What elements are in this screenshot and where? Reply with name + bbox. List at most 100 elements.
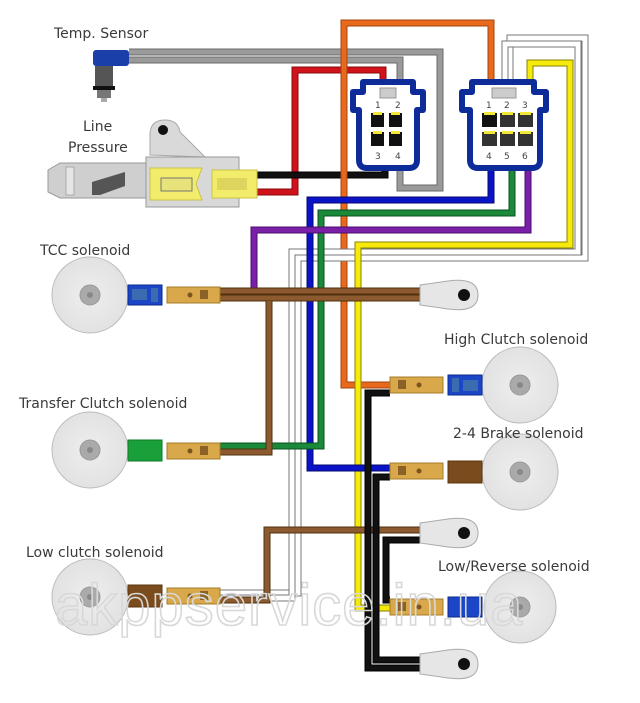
pin-4-label: 4 xyxy=(395,152,401,162)
lug-hole xyxy=(458,527,470,539)
brake-2-4-plug xyxy=(447,460,483,484)
terminal-crimp xyxy=(200,446,208,455)
terminal-dot xyxy=(187,448,193,454)
housing-arrow xyxy=(92,172,125,195)
terminal-dot xyxy=(187,593,193,599)
connector-4pin: 1 2 3 4 xyxy=(350,79,426,171)
line-pressure-label-1: Line xyxy=(83,119,112,135)
low-reverse-solenoid-label: Low/Reverse solenoid xyxy=(438,559,590,575)
low-clutch-solenoid-label: Low clutch solenoid xyxy=(26,545,164,561)
plug-detail xyxy=(452,378,459,392)
terminal-crimp xyxy=(398,380,406,389)
black-wire-brake xyxy=(373,474,420,663)
terminal-pin xyxy=(217,178,247,190)
pin-3-label: 3 xyxy=(522,101,528,111)
plug-detail xyxy=(463,380,478,391)
lug-body xyxy=(419,517,479,549)
line-pressure-label-2: Pressure xyxy=(68,140,128,156)
high-clutch-solenoid xyxy=(389,346,559,424)
terminal-dot xyxy=(416,468,422,474)
terminal-dot xyxy=(416,604,422,610)
white-wire-b xyxy=(220,41,581,601)
pin-1-label: 1 xyxy=(486,101,492,111)
pin-1 xyxy=(482,112,497,127)
orange-wire-outline xyxy=(340,19,495,389)
line-pressure-bracket xyxy=(149,119,207,158)
temp-sensor-plug xyxy=(93,50,129,66)
red-wire xyxy=(257,67,386,195)
tcc-solenoid-label: TCC solenoid xyxy=(39,243,130,259)
green-wire xyxy=(220,168,515,449)
pin-6-label: 6 xyxy=(522,152,528,162)
pin-2-label: 2 xyxy=(504,101,510,111)
pin-2 xyxy=(500,112,515,127)
purple-wire xyxy=(220,168,531,300)
blue-wire xyxy=(307,168,494,471)
ground-lug xyxy=(419,517,479,549)
plug-detail xyxy=(151,288,158,302)
black-wire-high xyxy=(365,390,420,671)
temp-sensor-pin xyxy=(101,98,107,102)
solenoid-center xyxy=(87,292,93,298)
temp-sensor-body xyxy=(95,66,113,88)
plug-detail xyxy=(132,289,147,300)
solenoid-center xyxy=(87,447,93,453)
transfer-clutch-terminal xyxy=(166,442,221,460)
terminal-crimp xyxy=(200,591,208,600)
terminal-slot xyxy=(160,177,193,192)
ground-lugs xyxy=(419,279,479,680)
brown-wire-low xyxy=(220,527,420,603)
terminal-crimp xyxy=(398,466,406,475)
solenoid-center xyxy=(517,604,523,610)
terminal-crimp xyxy=(398,602,406,611)
lug-hole xyxy=(458,289,470,301)
bracket-hole xyxy=(158,125,168,135)
high-clutch-solenoid-label: High Clutch solenoid xyxy=(444,332,588,348)
yellow-wire xyxy=(355,60,573,611)
temp-sensor-band xyxy=(93,86,115,90)
lug-hole xyxy=(458,658,470,670)
solenoid-center xyxy=(517,382,523,388)
wires xyxy=(129,19,589,672)
housing-rib xyxy=(65,166,75,196)
pin-5 xyxy=(500,131,515,146)
low-reverse-solenoid xyxy=(389,570,557,644)
pin-4-label: 4 xyxy=(486,152,492,162)
terminal-crimp xyxy=(200,290,208,299)
lug-body xyxy=(419,648,479,680)
orange-wire xyxy=(341,20,494,388)
transfer-clutch-solenoid-label: Transfer Clutch solenoid xyxy=(18,396,187,412)
pin-1 xyxy=(371,112,384,127)
pin-3 xyxy=(371,131,384,146)
connector-4pin-latch xyxy=(379,87,397,99)
connector-4pin-shell xyxy=(350,79,426,171)
tcc-terminal xyxy=(166,286,221,304)
solenoid-center xyxy=(87,594,93,600)
solenoid-center xyxy=(517,469,523,475)
pin-2-label: 2 xyxy=(395,101,401,111)
pin-3-label: 3 xyxy=(375,152,381,162)
terminal-dot xyxy=(416,382,422,388)
brake-2-4-solenoid xyxy=(389,433,559,511)
ground-lug xyxy=(419,279,479,311)
connector-6pin-latch xyxy=(491,87,517,99)
brake-2-4-solenoid-label: 2-4 Brake solenoid xyxy=(453,426,584,442)
brown-wire-transfer xyxy=(220,301,272,455)
pin-2 xyxy=(389,112,402,127)
black-wire-lr xyxy=(383,537,420,603)
low-clutch-solenoid xyxy=(51,558,221,636)
pin-3 xyxy=(518,112,533,127)
temp-sensor-wire-b xyxy=(129,57,403,80)
temp-sensor-tip xyxy=(97,90,111,98)
ground-lug xyxy=(419,648,479,680)
low-reverse-plug xyxy=(447,596,483,618)
pin-1-label: 1 xyxy=(375,101,381,111)
transfer-clutch-plug xyxy=(127,439,163,462)
pin-6 xyxy=(518,131,533,146)
white-wire-a xyxy=(220,35,588,596)
connector-6pin: 1 2 3 4 5 6 xyxy=(459,79,549,171)
pin-5-label: 5 xyxy=(504,152,510,162)
transfer-clutch-solenoid xyxy=(51,411,221,489)
lug-body xyxy=(419,279,479,311)
